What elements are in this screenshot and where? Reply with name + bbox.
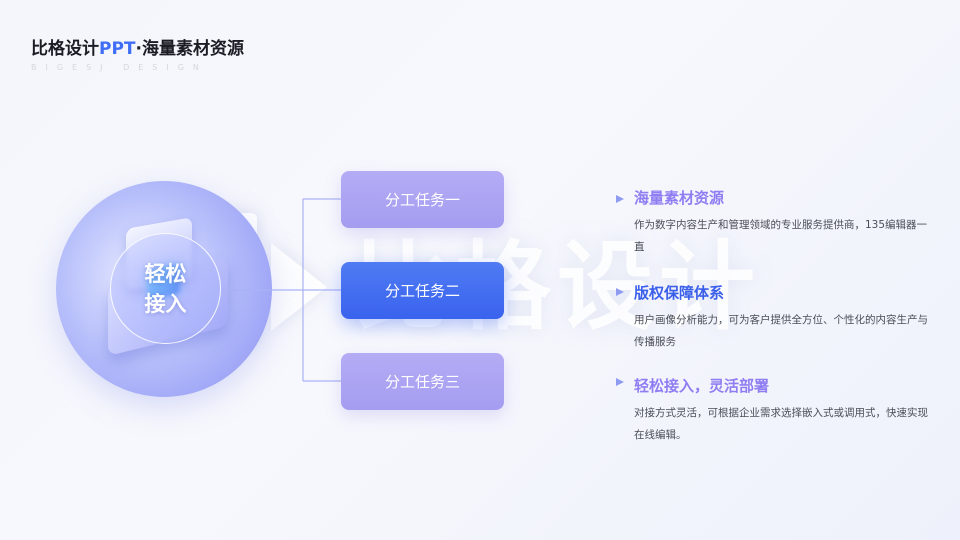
- arrow-head-1: [616, 195, 624, 203]
- page-title-suffix: ·海量素材资源: [135, 39, 244, 59]
- arrow-head-3: [616, 378, 624, 386]
- detail-title-3: 轻松接入，灵活部署: [634, 377, 770, 395]
- detail-text-3: 对接方式灵活，可根据企业需求选择嵌入式或调用式，快速实现在线编辑。: [634, 407, 928, 441]
- detail-block-2: 版权保障体系 用户画像分析能力，可为客户提供全方位、个性化的内容生产与传播服务: [634, 283, 934, 353]
- page-title-accent: PPT: [99, 39, 136, 59]
- task-box-2: 分工任务二: [341, 262, 504, 319]
- detail-title-1: 海量素材资源: [634, 189, 725, 207]
- page-subtitle: BIGESJ DESIGN: [31, 63, 208, 72]
- detail-title-2: 版权保障体系: [634, 284, 725, 302]
- center-badge: 轻松接入: [110, 233, 221, 344]
- detail-block-3: 轻松接入，灵活部署 对接方式灵活，可根据企业需求选择嵌入式或调用式，快速实现在线…: [634, 376, 934, 446]
- arrow-head-2: [616, 288, 624, 296]
- task-box-1: 分工任务一: [341, 171, 504, 228]
- detail-text-1: 作为数字内容生产和管理领域的专业服务提供商，135编辑器一直: [634, 219, 928, 253]
- page-title-prefix: 比格设计: [31, 39, 99, 59]
- detail-block-1: 海量素材资源 作为数字内容生产和管理领域的专业服务提供商，135编辑器一直: [634, 188, 934, 258]
- detail-text-2: 用户画像分析能力，可为客户提供全方位、个性化的内容生产与传播服务: [634, 314, 928, 348]
- task-box-3: 分工任务三: [341, 353, 504, 410]
- page-title: 比格设计PPT·海量素材资源: [31, 34, 244, 59]
- center-label: 轻松接入: [144, 261, 187, 316]
